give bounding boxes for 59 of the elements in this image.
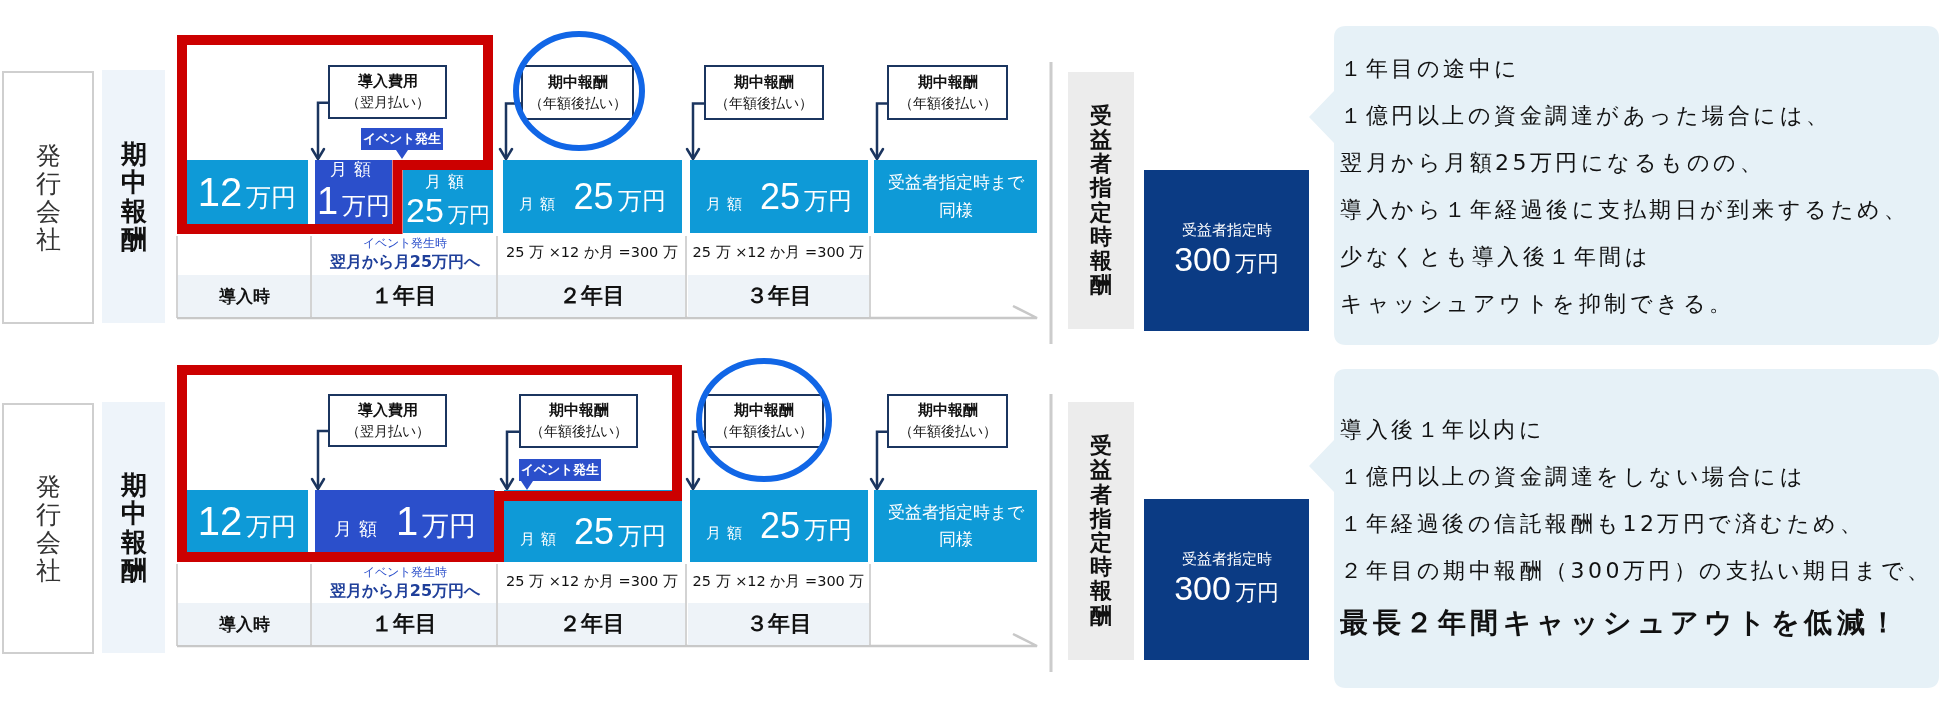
row-header-band: 受益者指定時報酬 [1068, 72, 1134, 329]
year-header: 導入時 [178, 275, 310, 317]
leader-arrow [499, 430, 519, 491]
fee-bar: 月額 25万円 [503, 160, 682, 233]
fee-bar: 月額 25万円 [690, 160, 868, 233]
row-header-box: 発行会社 [2, 403, 94, 654]
bubble-text: 導入後１年以内に [1340, 415, 1545, 444]
callout-box: 導入費用 （翌月払い） [328, 394, 447, 447]
fee-bar: 受益者指定時まで同様 [874, 160, 1037, 233]
callout-box: 期中報酬 （年額後払い） [704, 65, 824, 120]
calculation-text: 25 万 ×12 か月 =300 万 [692, 573, 865, 591]
leader-arrow [685, 102, 704, 161]
callout-box: 期中報酬 （年額後払い） [704, 394, 824, 448]
row-header-band: 受益者指定時報酬 [1068, 402, 1134, 660]
year-header: 導入時 [178, 603, 310, 645]
year-header: ３年目 [688, 603, 869, 645]
leader-arrow [310, 429, 328, 491]
bubble-text: １年経過後の信託報酬も12万円で済むため、 [1340, 509, 1866, 538]
event-tag: イベント発生 [519, 459, 601, 490]
leader-arrow [498, 102, 521, 161]
callout-box: 期中報酬 （年額後払い） [887, 394, 1008, 448]
callout-box: 期中報酬 （年額後払い） [887, 65, 1008, 120]
note-text: 翌月から月25万円へ [329, 252, 481, 272]
row-header-band: 期中報酬 [102, 402, 165, 653]
bubble-text: 翌月から月額25万円になるものの、 [1340, 148, 1766, 177]
row-header-box: 発行会社 [2, 71, 94, 324]
bubble-text: キャッシュアウトを抑制できる。 [1340, 289, 1735, 318]
fee-box: 受益者指定時 300万円 [1144, 170, 1309, 331]
event-tag: イベント発生 [361, 128, 443, 159]
calculation-text: 25 万 ×12 か月 =300 万 [506, 573, 678, 591]
leader-arrow [869, 102, 887, 161]
leader-arrow [685, 430, 704, 491]
speech-bubble [1309, 369, 1939, 688]
bubble-text: 導入から１年経過後に支払期日が到来するため、 [1340, 195, 1909, 224]
fee-bar: 月額 25万円 [690, 490, 868, 562]
bubble-text: １年目の途中に [1340, 54, 1521, 83]
bubble-text: ２年目の期中報酬（300万円）の支払い期日まで、 [1340, 556, 1933, 585]
bubble-text: 少なくとも導入後１年間は [1340, 242, 1651, 271]
year-header: １年目 [312, 603, 496, 645]
leader-arrow [310, 101, 328, 161]
speech-bubble [1309, 26, 1939, 345]
leader-arrow [869, 430, 887, 491]
note-text: イベント発生時 [363, 237, 447, 251]
bubble-text: １億円以上の資金調達があった場合には、 [1340, 101, 1832, 130]
callout-box: 導入費用 （翌月払い） [328, 65, 447, 119]
calculation-text: 25 万 ×12 か月 =300 万 [692, 244, 865, 262]
year-header: １年目 [312, 275, 496, 317]
year-header: ２年目 [498, 275, 685, 317]
fee-bar: 受益者指定時まで同様 [874, 490, 1037, 562]
fee-box: 受益者指定時 300万円 [1144, 499, 1309, 660]
callout-box: 期中報酬 （年額後払い） [519, 394, 638, 448]
row-header-band: 期中報酬 [102, 70, 165, 323]
year-header: ２年目 [498, 603, 685, 645]
bubble-text: １億円以上の資金調達をしない場合には [1340, 462, 1806, 491]
note-text: 翌月から月25万円へ [329, 581, 481, 601]
callout-box: 期中報酬 （年額後払い） [521, 65, 634, 120]
calculation-text: 25 万 ×12 か月 =300 万 [506, 244, 678, 262]
year-header: ３年目 [688, 275, 869, 317]
bubble-text: 最長２年間キャッシュアウトを低減！ [1340, 604, 1902, 641]
